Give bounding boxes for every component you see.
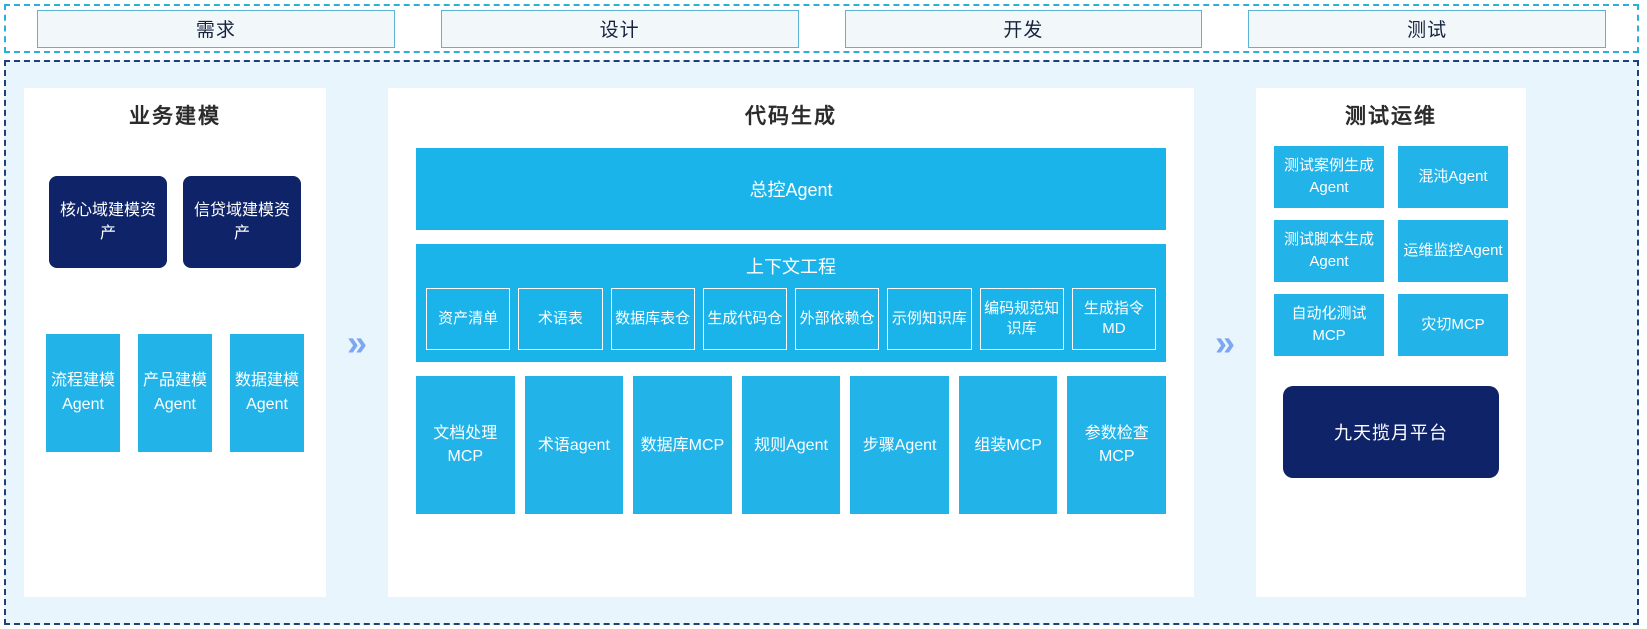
stage-box-development[interactable]: 开发 — [844, 9, 1203, 48]
ops-card-automated-test-mcp[interactable]: 自动化测试MCP — [1274, 294, 1384, 356]
asset-card-label: 信贷域建模资产 — [193, 202, 290, 242]
ops-card-label: 混沌Agent — [1418, 168, 1488, 185]
agent-card-process-modeling[interactable]: 流程建模Agent — [46, 334, 120, 452]
tool-card-label: 参数检查MCP — [1084, 425, 1149, 465]
context-item-generation-instruction-md[interactable]: 生成指令MD — [1071, 288, 1156, 350]
tool-card-label: 术语agent — [537, 436, 610, 454]
tool-card-label: 文档处理MCP — [433, 425, 498, 465]
stage-box-testing[interactable]: 测试 — [1248, 9, 1606, 48]
business-asset-row: 核心域建模资产 信贷域建模资产 — [38, 176, 312, 268]
ops-card-label: 运维监控Agent — [1403, 242, 1503, 259]
ops-card-operations-monitoring-agent[interactable]: 运维监控Agent — [1398, 220, 1508, 282]
agent-card-label: 产品建模Agent — [142, 372, 207, 413]
context-item-label: 数据库表仓 — [615, 310, 691, 327]
context-item-asset-list[interactable]: 资产清单 — [426, 288, 511, 350]
tool-card-row: 文档处理MCP 术语agent 数据库MCP 规则Agent 步骤Agent 组… — [416, 376, 1167, 514]
tool-card-assembly-mcp[interactable]: 组装MCP — [958, 376, 1058, 514]
tool-card-label: 步骤Agent — [862, 436, 937, 454]
context-item-label: 示例知识库 — [891, 310, 967, 327]
stage-label: 测试 — [1407, 20, 1448, 41]
ops-card-test-script-generation-agent[interactable]: 测试脚本生成Agent — [1274, 220, 1384, 282]
context-item-coding-standard-knowledge-base[interactable]: 编码规范知识库 — [979, 288, 1064, 350]
tool-card-parameter-check-mcp[interactable]: 参数检查MCP — [1067, 376, 1167, 514]
stage-box-design[interactable]: 设计 — [440, 9, 799, 48]
asset-card-credit-domain[interactable]: 信贷域建模资产 — [183, 176, 301, 268]
chevron-glyph: » — [346, 321, 368, 363]
asset-card-label: 核心域建模资产 — [59, 202, 156, 242]
ops-card-label: 自动化测试MCP — [1291, 305, 1367, 344]
panel-title-code-generation: 代码生成 — [745, 105, 837, 128]
ops-card-test-case-generation-agent[interactable]: 测试案例生成Agent — [1274, 146, 1384, 208]
chevron-right-icon-mid-to-right: » — [1194, 88, 1256, 597]
stage-label: 设计 — [599, 20, 640, 41]
ops-card-grid: 测试案例生成Agent 混沌Agent 测试脚本生成Agent 运维监控Agen… — [1270, 146, 1512, 356]
stage-strip: 需求 设计 开发 测试 — [4, 4, 1639, 53]
ops-card-label: 测试案例生成Agent — [1283, 157, 1374, 196]
ops-card-chaos-agent[interactable]: 混沌Agent — [1398, 146, 1508, 208]
stage-box-requirement[interactable]: 需求 — [37, 9, 395, 48]
agent-card-label: 数据建模Agent — [234, 372, 299, 413]
platform-card-jiutian-lanyue[interactable]: 九天揽月平台 — [1283, 386, 1499, 478]
context-item-generated-code-repo[interactable]: 生成代码仓 — [702, 288, 787, 350]
context-item-row: 资产清单 术语表 数据库表仓 生成代码仓 外部依赖仓 示例知识库 — [426, 288, 1156, 350]
panel-business-modeling: 业务建模 核心域建模资产 信贷域建模资产 流程建模Agent 产品建模Agent… — [24, 88, 326, 597]
context-item-label: 术语表 — [537, 310, 583, 327]
context-item-label: 生成指令MD — [1083, 300, 1144, 337]
tool-card-label: 数据库MCP — [640, 436, 725, 454]
panel-test-operations: 测试运维 测试案例生成Agent 混沌Agent 测试脚本生成Agent 运维监… — [1256, 88, 1526, 597]
panel-title-business-modeling: 业务建模 — [129, 105, 221, 128]
platform-card-label: 九天揽月平台 — [1334, 423, 1448, 443]
master-agent-bar[interactable]: 总控Agent — [416, 148, 1166, 230]
stage-label: 开发 — [1003, 20, 1044, 41]
context-item-label: 资产清单 — [438, 310, 499, 327]
chevron-right-icon-left-to-mid: » — [326, 88, 388, 597]
tool-card-database-mcp[interactable]: 数据库MCP — [633, 376, 732, 514]
agent-card-data-modeling[interactable]: 数据建模Agent — [230, 334, 304, 452]
tool-card-step-agent[interactable]: 步骤Agent — [850, 376, 949, 514]
context-item-label: 编码规范知识库 — [984, 300, 1060, 337]
context-item-glossary[interactable]: 术语表 — [518, 288, 603, 350]
tool-card-document-processing-mcp[interactable]: 文档处理MCP — [416, 376, 515, 514]
context-engineering-block: 上下文工程 资产清单 术语表 数据库表仓 生成代码仓 外部依赖仓 示 — [416, 244, 1166, 362]
agent-card-label: 流程建模Agent — [50, 372, 115, 413]
tool-card-rule-agent[interactable]: 规则Agent — [741, 376, 841, 514]
context-item-label: 生成代码仓 — [707, 310, 783, 327]
architecture-container: 业务建模 核心域建模资产 信贷域建模资产 流程建模Agent 产品建模Agent… — [4, 60, 1639, 625]
tool-card-label: 组装MCP — [974, 436, 1042, 454]
context-item-external-dependency-repo[interactable]: 外部依赖仓 — [795, 288, 880, 350]
asset-card-core-domain[interactable]: 核心域建模资产 — [49, 176, 167, 268]
context-item-example-knowledge-base[interactable]: 示例知识库 — [887, 288, 972, 350]
tool-card-label: 规则Agent — [754, 436, 828, 454]
context-item-db-table-repo[interactable]: 数据库表仓 — [610, 288, 695, 350]
context-item-label: 外部依赖仓 — [799, 310, 875, 327]
modeling-agent-row: 流程建模Agent 产品建模Agent 数据建模Agent — [38, 334, 312, 452]
ops-card-label: 灾切MCP — [1421, 316, 1485, 333]
chevron-glyph: » — [1214, 321, 1236, 363]
panel-title-test-operations: 测试运维 — [1345, 105, 1437, 128]
agent-card-product-modeling[interactable]: 产品建模Agent — [138, 334, 212, 452]
panel-code-generation: 代码生成 总控Agent 上下文工程 资产清单 术语表 数据库表仓 生成代码仓 — [388, 88, 1194, 597]
stage-label: 需求 — [195, 20, 236, 41]
ops-card-label: 测试脚本生成Agent — [1283, 231, 1374, 270]
ops-card-disaster-switch-mcp[interactable]: 灾切MCP — [1398, 294, 1508, 356]
master-agent-label: 总控Agent — [749, 180, 833, 200]
context-engineering-title: 上下文工程 — [746, 257, 836, 277]
tool-card-glossary-agent[interactable]: 术语agent — [524, 376, 624, 514]
